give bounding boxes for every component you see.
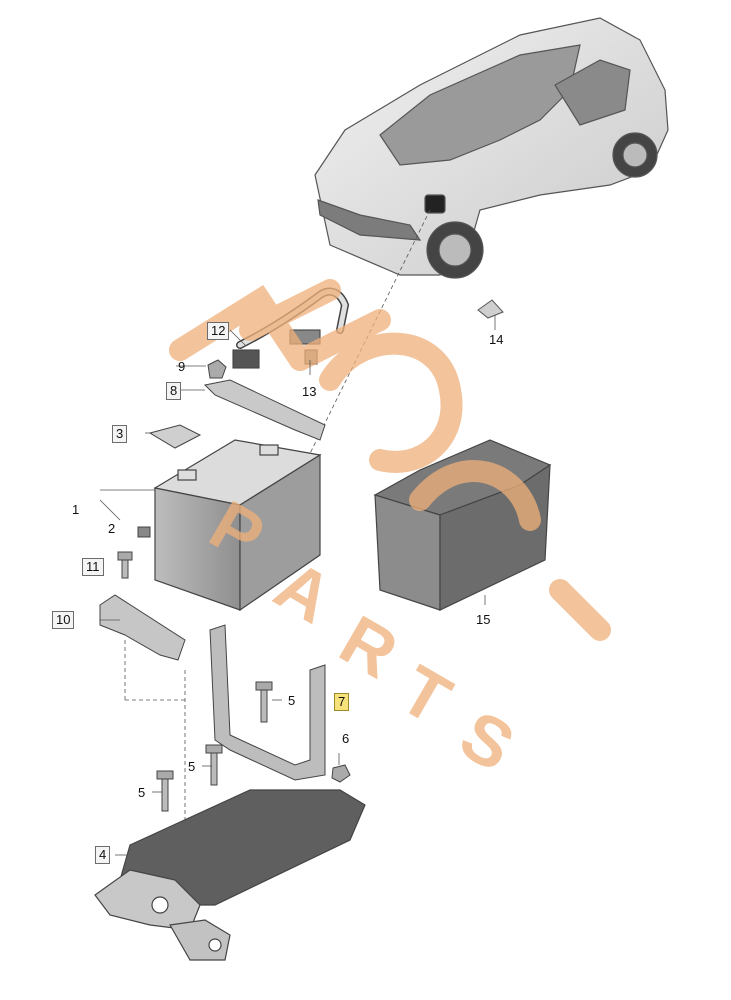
part-14-sticker [477,299,504,319]
part-3-cover [148,424,202,449]
callout-9: 9 [178,359,186,374]
part-11-bolt [117,551,133,579]
callout-7: 7 [334,693,350,711]
callout-pointers [100,329,486,856]
part-10-bracket [99,594,186,661]
callout-11: 11 [82,558,104,576]
callout-14: 14 [489,332,504,347]
watermark-logo [169,279,611,641]
part-7-strap [209,624,326,781]
svg-text:R: R [328,600,411,693]
part-1-battery [153,439,322,612]
callout-13: 13 [302,384,317,399]
callout-1: 1 [72,502,80,517]
part-2-screw [137,526,151,538]
callout-5-middle: 5 [188,759,196,774]
callout-5-lower: 5 [138,785,146,800]
part-9-nut [207,359,227,379]
part-4-battery-tray [94,789,366,961]
callout-15: 15 [476,612,491,627]
callout-5-upper: 5 [288,693,296,708]
callout-10: 10 [52,611,75,629]
callout-4: 4 [95,846,111,864]
callout-12: 12 [207,322,230,340]
svg-text:S: S [448,695,527,786]
callout-2: 2 [108,521,116,536]
callout-8: 8 [166,382,182,400]
part-5-bolts [156,681,273,812]
part-8-clamp-bar [203,379,326,441]
svg-text:T: T [388,650,464,739]
callout-6: 6 [342,731,350,746]
callout-3: 3 [112,425,128,443]
part-6-nut [331,764,351,783]
vehicle-illustration [314,17,669,279]
